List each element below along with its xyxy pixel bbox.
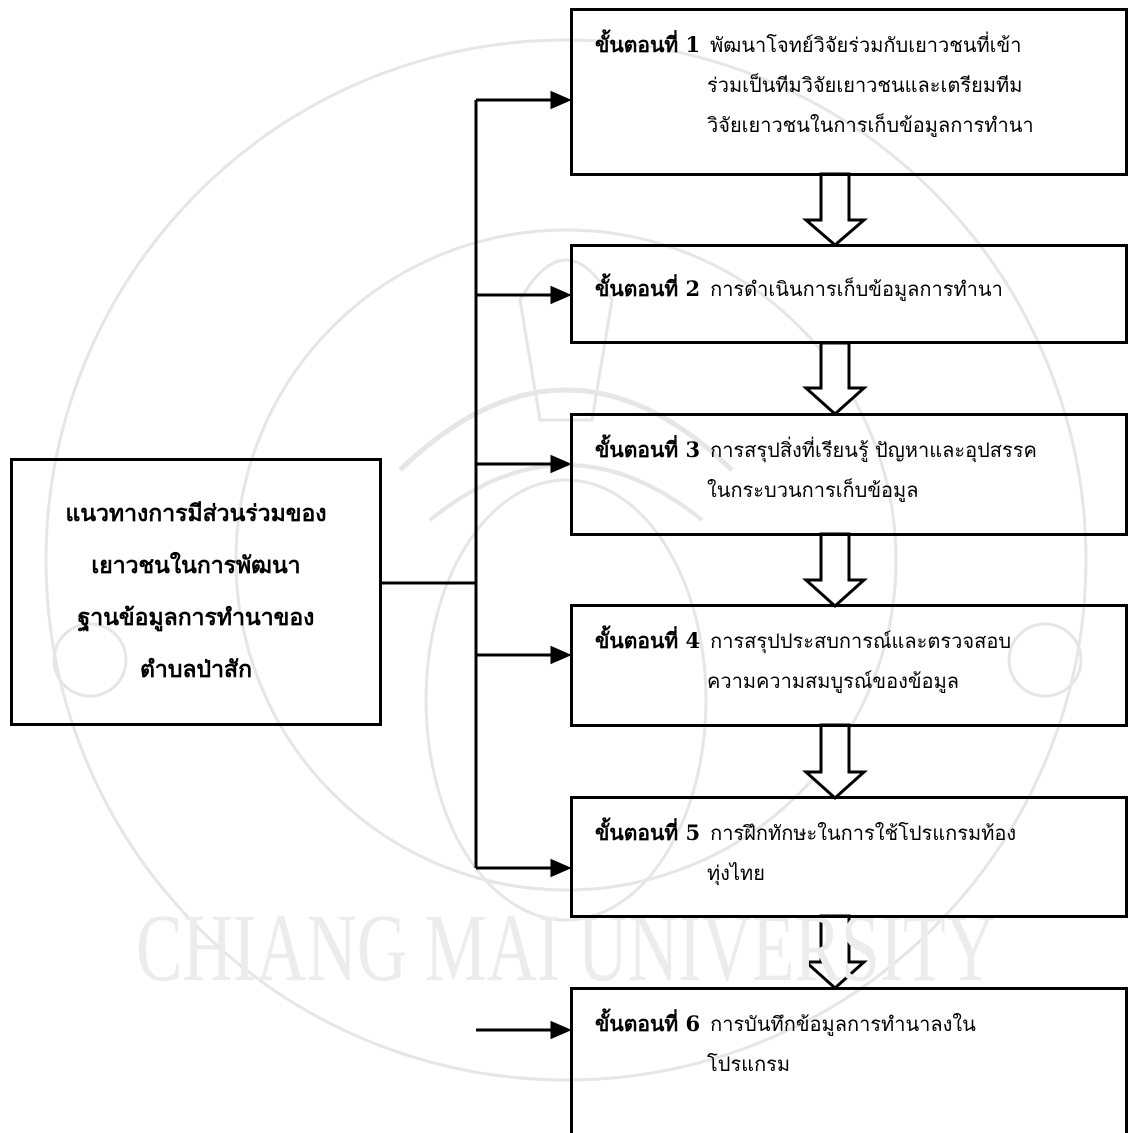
main-topic-line-3: ฐานข้อมูลการทำนาของ [77,604,315,631]
main-topic-line-1: แนวทางการมีส่วนร่วมของ [65,500,327,527]
main-topic-line-4: ตำบลป่าสัก [139,656,253,683]
step-text-3-line-1: การสรุปสิ่งที่เรียนรู้ ปัญหาและอุปสรรค [710,438,1037,462]
step-text-1-line-3: วิจัยเยาวชนในการเก็บข้อมูลการทำนา [707,113,1034,137]
down-arrow-1 [801,172,869,247]
step-text-2-line-1: การดำเนินการเก็บข้อมูลการทำนา [710,277,1003,301]
step-label-3: ขั้นตอนที่ 3 [595,437,701,462]
step-label-6: ขั้นตอนที่ 6 [595,1011,701,1036]
step-label-5: ขั้นตอนที่ 5 [595,820,701,845]
branch-arrows [476,90,572,1040]
step-box-1: ขั้นตอนที่ 1 พัฒนาโจทย์วิจัยร่วมกับเยาวชน… [570,8,1128,176]
step-box-5: ขั้นตอนที่ 5 การฝึกทักษะในการใช้โปรแกรมท้… [570,796,1128,918]
step-text-5-line-2: ทุ่งไทย [707,861,765,885]
step-label-2: ขั้นตอนที่ 2 [595,276,701,301]
step-text-1-line-1: พัฒนาโจทย์วิจัยร่วมกับเยาวชนที่เข้า [710,33,1022,57]
step-text-4-line-2: ความความสมบูรณ์ของข้อมูล [707,669,960,693]
down-arrow-5 [802,914,868,991]
step-text-3-line-2: ในกระบวนการเก็บข้อมูล [707,478,919,502]
step-box-2: ขั้นตอนที่ 2 การดำเนินการเก็บข้อมูลการทำน… [570,244,1128,344]
main-topic-box: แนวทางการมีส่วนร่วมของ เยาวชนในการพัฒนา … [10,458,382,726]
step-text-5-line-1: การฝึกทักษะในการใช้โปรแกรมท้อง [710,821,1017,845]
down-arrow-2 [802,341,868,417]
step-label-4: ขั้นตอนที่ 4 [595,628,701,653]
step-box-6: ขั้นตอนที่ 6 การบันทึกข้อมูลการทำนาลงใน โ… [570,987,1128,1133]
university-seal-watermark [44,38,1088,1082]
step-text-6-line-2: โปรแกรม [707,1052,791,1076]
down-arrows [801,172,869,991]
down-arrow-4 [802,723,868,801]
step-box-3: ขั้นตอนที่ 3 การสรุปสิ่งที่เรียนรู้ ปัญหา… [570,413,1128,536]
main-topic-line-2: เยาวชนในการพัฒนา [91,552,301,579]
step-text-4-line-1: การสรุปประสบการณ์และตรวจสอบ [710,629,1012,653]
down-arrow-3 [802,532,868,609]
step-text-1-line-2: ร่วมเป็นทีมวิจัยเยาวชนและเตรียมทีม [707,73,1023,97]
step-label-1: ขั้นตอนที่ 1 [595,32,701,57]
step-text-6-line-1: การบันทึกข้อมูลการทำนาลงใน [710,1012,976,1036]
watermark-bottom-text: CHIANG MAI UNIVERSITY [136,894,996,1001]
